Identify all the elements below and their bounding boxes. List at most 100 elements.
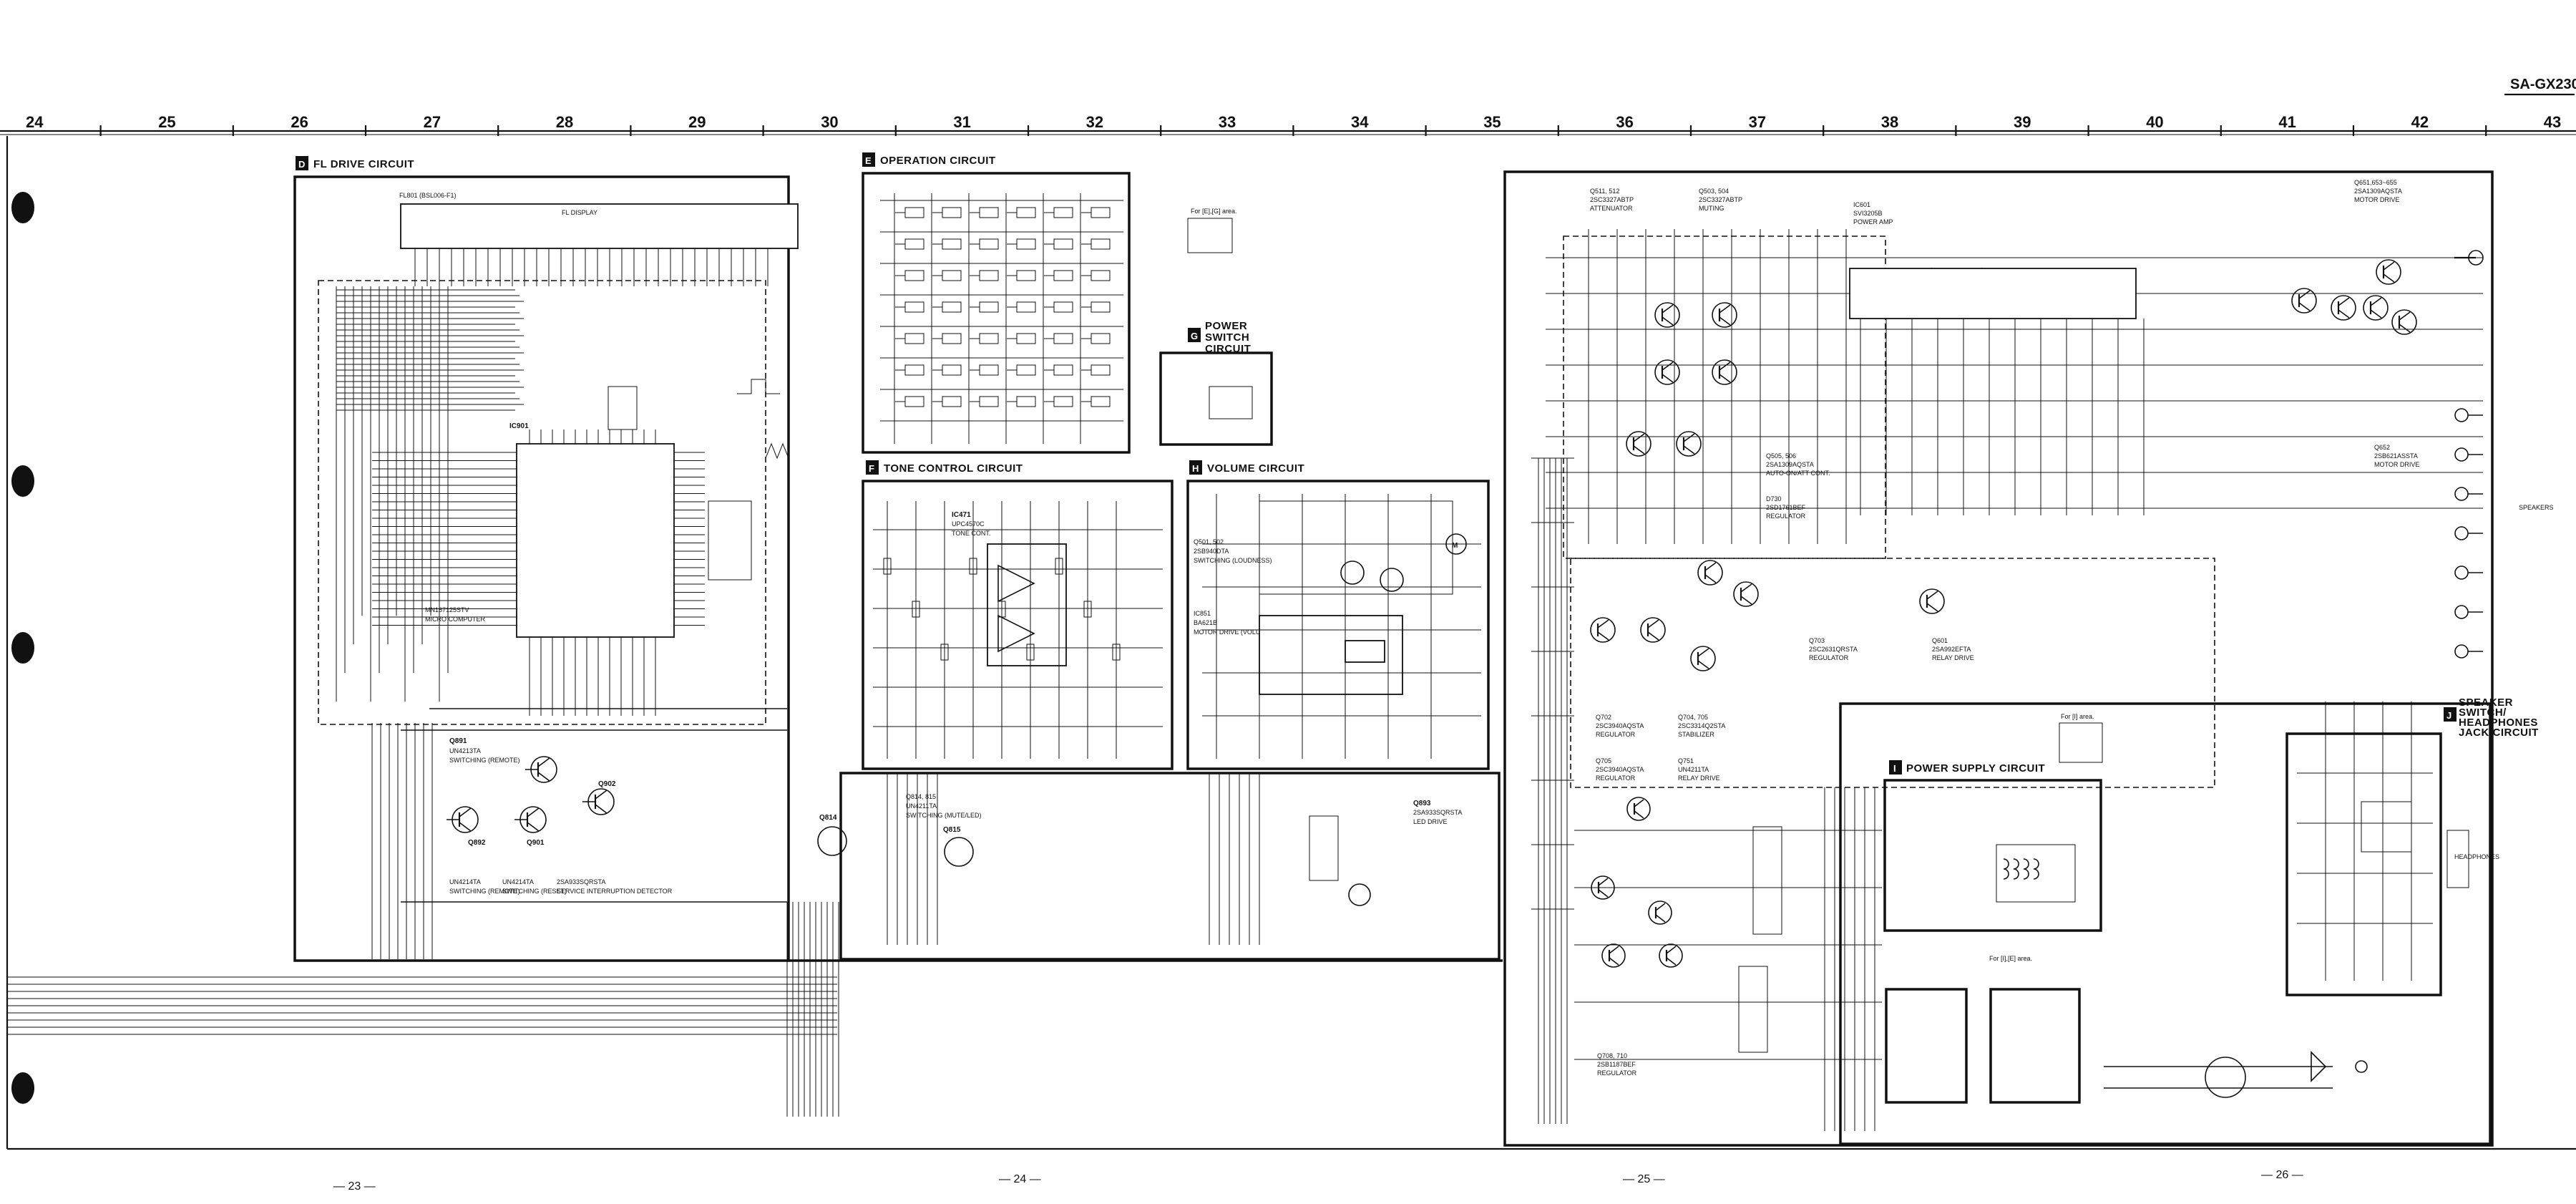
model-number: SA-GX230	[2510, 77, 2576, 92]
q892-part: UN4214TA	[449, 878, 481, 885]
grid-number: 29	[688, 113, 706, 131]
q652-desc: MOTOR DRIVE	[2374, 461, 2419, 468]
circuit-letter-i: I	[1893, 763, 1896, 774]
ic901-desc: MICRO COMPUTER	[425, 616, 485, 623]
grid-number: 31	[953, 113, 970, 131]
headphones-label: HEADPHONES	[2454, 853, 2499, 860]
q503-part: 2SC3327ABTP	[1699, 196, 1742, 203]
q505-part: 2SA1309AQSTA	[1766, 461, 1814, 468]
q704-desc: STABILIZER	[1678, 731, 1714, 738]
q708-part: 2SB1187BEF	[1597, 1061, 1636, 1068]
q651-label: Q651,653~655	[2354, 179, 2397, 186]
q751-desc: RELAY DRIVE	[1678, 775, 1720, 782]
grid-number: 41	[2278, 113, 2296, 131]
ic471-desc: TONE CONT.	[952, 530, 990, 537]
grid-number: 24	[26, 113, 44, 131]
lower-connector-area: Q814 Q815 Q814, 815 UN4211TA SWITCHING (…	[7, 772, 1503, 1117]
q893-label: Q893	[1413, 800, 1431, 807]
circuit-letter-j: J	[2446, 710, 2451, 721]
q702-desc: REGULATOR	[1596, 731, 1636, 738]
for-e-g-note: For [E],[G] area.	[1191, 208, 1237, 215]
q891-part: UN4213TA	[449, 747, 481, 754]
volume-circuit-title: VOLUME CIRCUIT	[1207, 462, 1304, 475]
binder-holes	[11, 192, 34, 1104]
fl-drive-circuit-title: FL DRIVE CIRCUIT	[313, 158, 414, 170]
q703-desc: REGULATOR	[1809, 654, 1849, 661]
q511-desc: ATTENUATOR	[1590, 205, 1633, 212]
power-supply-circuit: I POWER SUPPLY CIRCUIT For [I] area. For…	[1574, 713, 2368, 1131]
fl-display-part: FL801 (BSL006-F1)	[399, 192, 457, 199]
grid-number: 36	[1616, 113, 1633, 131]
ic901-microcomputer	[516, 443, 675, 638]
tone-control-circuit: F TONE CONTROL CIRCUIT IC471 UPC4570C TO…	[862, 460, 1174, 770]
page-number-23: — 23 —	[333, 1180, 376, 1193]
for-ie-note: For [I],[E] area.	[1989, 955, 2032, 962]
fl-display	[400, 203, 799, 249]
grid-number: 28	[556, 113, 573, 131]
ic601-power-amp	[1849, 268, 2137, 319]
q501-part: 2SB940DTA	[1194, 548, 1229, 555]
q751-label: Q751	[1678, 757, 1694, 764]
grid-number: 43	[2544, 113, 2561, 131]
q601-desc: RELAY DRIVE	[1932, 654, 1974, 661]
q891-label: Q891	[449, 737, 467, 745]
q891-desc: SWITCHING (REMOTE)	[449, 757, 520, 764]
q505-desc: AUTO-ON/ATT CONT.	[1766, 470, 1830, 477]
volume-circuit: H VOLUME CIRCUIT Q501, 502 2SB940DTA SWI…	[1186, 460, 1490, 770]
volume-motor-label: M	[1452, 542, 1458, 550]
ic471-part: UPC4570C	[952, 520, 985, 528]
q705b-label: Q705	[1596, 757, 1611, 764]
grid-number: 26	[291, 113, 308, 131]
q503-desc: MUTING	[1699, 205, 1724, 212]
d730-label: D730	[1766, 495, 1782, 503]
grid-number: 27	[424, 113, 441, 131]
q652-part: 2SB621ASSTA	[2374, 452, 2418, 460]
page-number-26: — 26 —	[2261, 1169, 2303, 1181]
ic901-label: IC901	[509, 422, 529, 430]
q704-part: 2SC3314Q2STA	[1678, 722, 1725, 729]
q703-part: 2SC2631QRSTA	[1809, 646, 1858, 653]
q705b-desc: REGULATOR	[1596, 775, 1636, 782]
q651-desc: MOTOR DRIVE	[2354, 196, 2399, 203]
grid-number: 32	[1086, 113, 1103, 131]
q751-part: UN4211TA	[1678, 766, 1709, 773]
q501-label: Q501, 502	[1194, 538, 1224, 545]
ic601-desc: POWER AMP	[1853, 218, 1893, 225]
q893-part: 2SA933SQRSTA	[1413, 809, 1462, 816]
q902-part: 2SA933SQRSTA	[557, 878, 605, 885]
ic601-label: IC601	[1853, 201, 1870, 208]
ic851-desc: MOTOR DRIVE (VOLUME)	[1194, 628, 1272, 636]
power-supply-circuit-title: POWER SUPPLY CIRCUIT	[1906, 762, 2045, 775]
q814-name: UN4211TA	[906, 802, 937, 810]
page-number-24: — 24 —	[999, 1173, 1041, 1185]
main-amplifier-board: Q511, 512 2SC3327ABTP ATTENUATOR Q503, 5…	[1503, 170, 2494, 1147]
grid-number: 34	[1351, 113, 1369, 131]
q708-desc: REGULATOR	[1597, 1069, 1637, 1077]
q901-part: UN4214TA	[502, 878, 534, 885]
q601-part: 2SA992EFTA	[1932, 646, 1971, 653]
ic601-part: SVI3205B	[1853, 210, 1883, 217]
operation-circuit: E OPERATION CIRCUIT For [E],[G] area.	[862, 152, 1237, 454]
q708-label: Q708, 710	[1597, 1052, 1627, 1059]
q505-label: Q505, 506	[1766, 452, 1796, 460]
operation-circuit-title: OPERATION CIRCUIT	[880, 155, 996, 167]
q902-desc: SERVICE INTERRUPTION DETECTOR	[557, 888, 673, 895]
fl-display-label: FL DISPLAY	[562, 209, 597, 216]
q601-label: Q601	[1932, 637, 1948, 644]
ic901-name: MN187125STV	[425, 606, 469, 613]
d730-desc: REGULATOR	[1766, 513, 1806, 520]
circuit-letter-g: G	[1191, 331, 1198, 341]
grid-number: 40	[2146, 113, 2163, 131]
q501-desc: SWITCHING (LOUDNESS)	[1194, 557, 1272, 564]
q814-tag: Q814	[819, 814, 837, 822]
q652-label: Q652	[2374, 444, 2390, 451]
q702-part: 2SC3940AQSTA	[1596, 722, 1644, 729]
grid-number: 42	[2411, 113, 2429, 131]
q902-tag: Q902	[598, 780, 616, 788]
grid-number: 38	[1881, 113, 1898, 131]
circuit-letter-d: D	[298, 159, 305, 170]
